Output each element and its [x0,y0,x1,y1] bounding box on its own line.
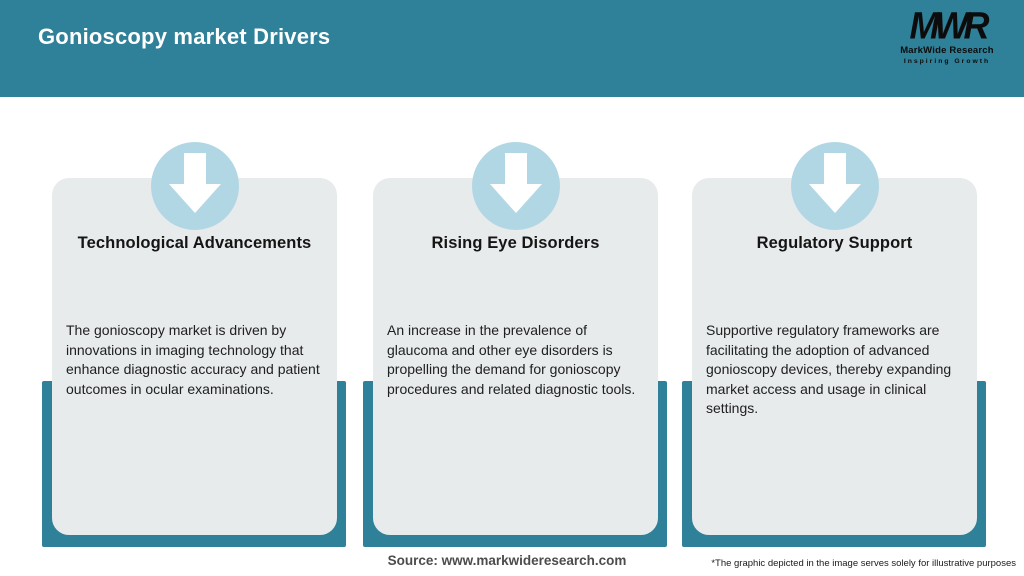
driver-card: Rising Eye Disorders An increase in the … [373,178,658,535]
driver-card: Technological Advancements The gonioscop… [52,178,337,535]
header-bar: Gonioscopy market Drivers MWR MarkWide R… [0,0,1024,97]
page-title: Gonioscopy market Drivers [38,24,331,49]
driver-column-rising-eye-disorders: Rising Eye Disorders An increase in the … [363,142,667,552]
card-description: An increase in the prevalence of glaucom… [387,322,636,397]
down-arrow-icon [790,142,879,230]
card-title: Regulatory Support [756,234,913,252]
logo-tagline: Inspiring Growth [903,57,991,65]
logo-acronym: MWR [909,3,990,47]
card-title: Rising Eye Disorders [431,234,600,252]
markwide-research-logo: MWR MarkWide Research Inspiring Growth [892,3,1002,65]
driver-card: Regulatory Support Supportive regulatory… [692,178,977,535]
card-title: Technological Advancements [77,234,312,252]
card-description: The gonioscopy market is driven by innov… [66,322,320,397]
down-arrow-icon [471,142,560,230]
logo-name: MarkWide Research [900,45,994,56]
driver-column-regulatory-support: Regulatory Support Supportive regulatory… [682,142,986,552]
card-description: Supportive regulatory frameworks are fac… [706,322,952,416]
down-arrow-icon [150,142,239,230]
driver-column-technological-advancements: Technological Advancements The gonioscop… [42,142,346,552]
source-text: Source: www.markwideresearch.com [387,553,627,568]
disclaimer-text: *The graphic depicted in the image serve… [711,558,1016,569]
